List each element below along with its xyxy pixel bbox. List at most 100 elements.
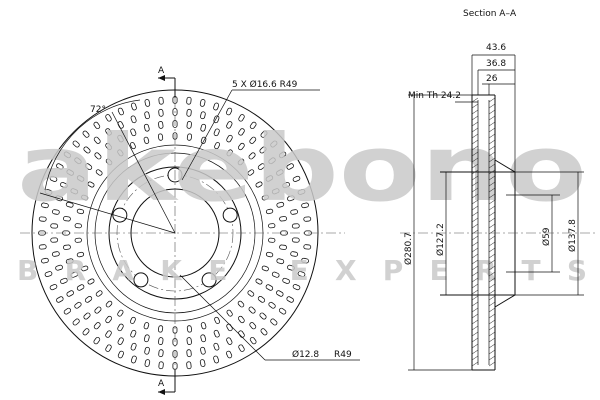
vent-hole bbox=[44, 271, 53, 278]
vent-hole bbox=[158, 361, 164, 370]
hatch-line bbox=[471, 319, 479, 325]
hatch-line bbox=[488, 271, 496, 277]
hatch-line bbox=[471, 283, 479, 289]
hatch-line bbox=[471, 193, 479, 199]
vent-hole bbox=[200, 123, 207, 132]
vent-hole bbox=[66, 169, 74, 176]
vent-hole bbox=[93, 336, 101, 345]
vent-hole bbox=[143, 334, 150, 343]
bolt-hole bbox=[133, 272, 149, 288]
vent-hole bbox=[249, 136, 257, 144]
vent-hole bbox=[117, 337, 124, 345]
vent-hole bbox=[158, 337, 164, 345]
hatch-line bbox=[488, 235, 496, 241]
vent-hole bbox=[287, 195, 295, 202]
vent-hole bbox=[255, 181, 263, 188]
hatch-line bbox=[471, 145, 479, 151]
vent-hole bbox=[56, 163, 64, 170]
vent-hole bbox=[213, 329, 220, 338]
dim-width-2: 36.8 bbox=[486, 59, 506, 69]
hatch-line bbox=[471, 313, 479, 319]
hatch-line bbox=[488, 349, 496, 355]
hatch-line bbox=[488, 241, 496, 247]
vent-hole bbox=[82, 130, 90, 138]
hatch-line bbox=[471, 295, 479, 301]
min-thickness-label: Min Th 24.2 bbox=[408, 91, 461, 101]
vent-hole bbox=[105, 114, 112, 122]
hatch-line bbox=[488, 247, 496, 253]
vent-hole bbox=[260, 130, 268, 138]
vent-hole bbox=[51, 251, 60, 257]
vent-hole bbox=[257, 163, 266, 170]
hatch-line bbox=[488, 289, 496, 295]
vent-hole bbox=[292, 175, 301, 182]
vent-hole bbox=[200, 322, 207, 330]
vent-hole bbox=[105, 344, 112, 352]
hatch-line bbox=[471, 187, 479, 193]
hatch-line bbox=[488, 175, 496, 181]
vent-hole bbox=[249, 336, 257, 345]
vent-hole bbox=[276, 169, 284, 176]
hatch-line bbox=[488, 337, 496, 343]
hatch-line bbox=[488, 343, 496, 349]
vent-hole bbox=[38, 244, 47, 250]
hatch-line bbox=[488, 355, 496, 361]
hatch-line bbox=[488, 187, 496, 193]
vent-hole bbox=[291, 237, 300, 243]
hatch-line bbox=[471, 151, 479, 157]
vent-hole bbox=[63, 216, 71, 222]
hatch-line bbox=[471, 271, 479, 277]
hatch-line bbox=[488, 151, 496, 157]
bolt-holes-label: 5 X Ø16.6 R49 bbox=[232, 79, 298, 90]
vent-hole bbox=[82, 328, 90, 336]
vent-hole bbox=[83, 312, 91, 320]
bolt-hole bbox=[112, 207, 128, 223]
vent-hole bbox=[287, 264, 295, 271]
dim-137: Ø137.8 bbox=[567, 219, 578, 252]
vent-hole bbox=[238, 344, 245, 352]
vent-hole bbox=[259, 146, 267, 154]
vent-hole bbox=[213, 355, 220, 364]
vent-hole bbox=[105, 128, 112, 136]
hat-flange bbox=[440, 171, 515, 296]
vent-hole bbox=[76, 251, 85, 258]
vent-hole bbox=[130, 128, 137, 137]
vent-hole bbox=[268, 237, 276, 243]
hatch-line bbox=[471, 235, 479, 241]
vent-hole bbox=[117, 323, 124, 332]
hatch-line bbox=[471, 289, 479, 295]
vent-hole bbox=[213, 342, 220, 351]
angle-label: 72° bbox=[90, 105, 106, 115]
vent-hole bbox=[72, 140, 80, 148]
hatch-line bbox=[488, 109, 496, 115]
vent-hole bbox=[72, 318, 80, 326]
hatch-line bbox=[488, 145, 496, 151]
vent-hole bbox=[265, 251, 274, 258]
vent-hole bbox=[81, 194, 89, 201]
rotor-outline bbox=[471, 94, 496, 371]
vent-hole bbox=[282, 182, 290, 189]
hatch-line bbox=[488, 277, 496, 283]
vent-hole bbox=[49, 284, 58, 291]
vent-hole bbox=[74, 301, 82, 309]
vent-hole bbox=[301, 202, 309, 209]
vent-hole bbox=[261, 194, 269, 201]
hatch-line bbox=[471, 97, 479, 103]
vent-hole bbox=[214, 316, 221, 324]
vent-hole bbox=[143, 136, 150, 144]
vent-hole-pattern bbox=[38, 96, 312, 370]
vent-hole bbox=[286, 163, 294, 170]
vent-hole bbox=[144, 346, 150, 355]
vent-hole bbox=[270, 140, 278, 148]
vent-hole bbox=[268, 223, 276, 229]
vent-hole bbox=[60, 277, 68, 284]
vent-hole bbox=[260, 328, 268, 336]
vent-hole bbox=[270, 318, 278, 326]
vent-hole bbox=[38, 216, 47, 222]
vent-hole bbox=[268, 157, 276, 165]
vent-hole bbox=[105, 330, 112, 338]
hatch-line bbox=[488, 253, 496, 259]
vent-hole bbox=[290, 251, 299, 257]
vent-hole bbox=[95, 169, 103, 176]
dim-total-width: 43.6 bbox=[486, 43, 506, 53]
